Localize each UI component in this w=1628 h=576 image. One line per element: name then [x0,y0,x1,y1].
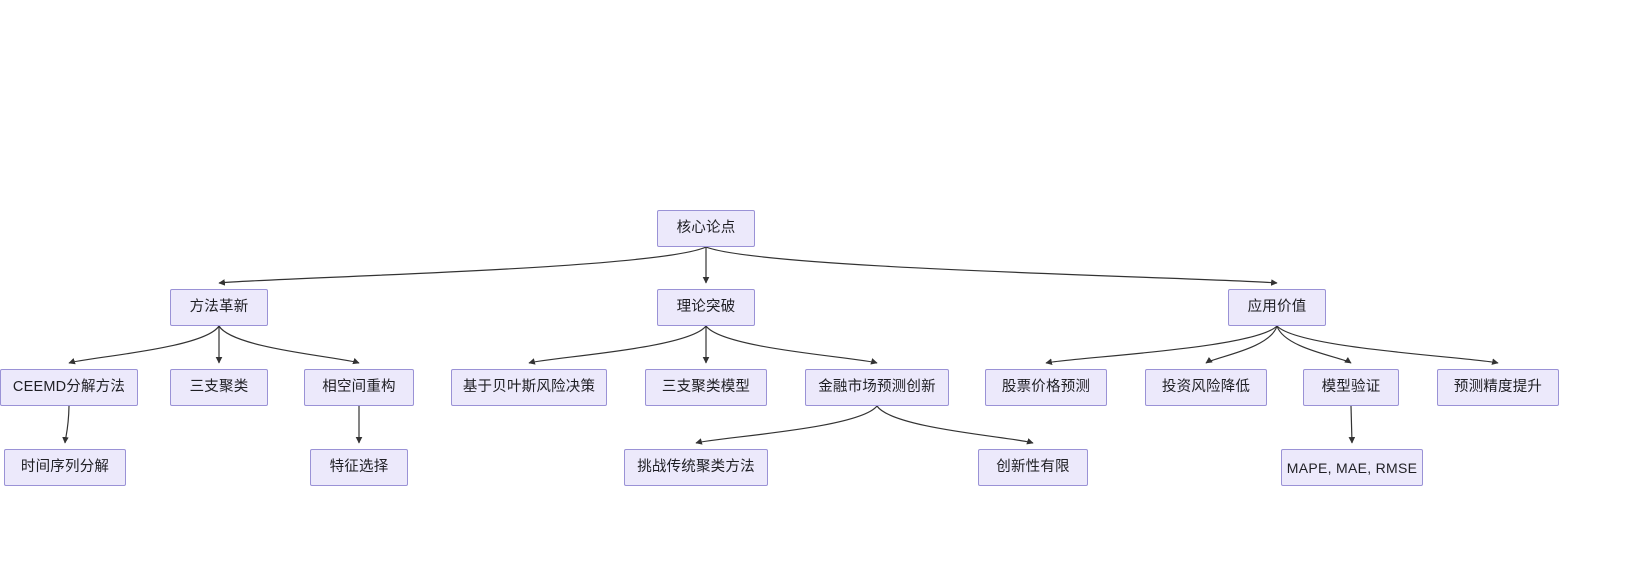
edge-b3-to-c8 [1205,325,1278,364]
edge-b1-to-c1 [68,325,220,365]
node-c2[interactable]: 三支聚类 [170,369,268,406]
node-c10[interactable]: 预测精度提升 [1437,369,1559,406]
edge-c6-to-d4 [876,405,1034,445]
node-d4[interactable]: 创新性有限 [978,449,1088,486]
edge-b3-to-c10 [1276,325,1499,365]
node-label: 时间序列分解 [20,459,110,476]
node-label: 三支聚类 [189,379,249,396]
node-label: 创新性有限 [996,459,1070,476]
node-label: 预测精度提升 [1453,379,1543,396]
node-d3[interactable]: 挑战传统聚类方法 [624,449,768,486]
edge-c9-to-d5 [1348,405,1356,444]
node-label: 理论突破 [676,299,736,316]
node-label: 核心论点 [676,220,736,237]
node-c9[interactable]: 模型验证 [1303,369,1399,406]
node-label: 三支聚类模型 [661,379,751,396]
node-label: 相空间重构 [322,379,396,396]
node-c6[interactable]: 金融市场预测创新 [805,369,949,406]
node-b1[interactable]: 方法革新 [170,289,268,326]
node-c5[interactable]: 三支聚类模型 [645,369,767,406]
edge-b3-to-c9 [1276,325,1352,364]
node-label: 基于贝叶斯风险决策 [462,379,596,396]
node-label: 股票价格预测 [1001,379,1091,396]
node-root[interactable]: 核心论点 [657,210,755,247]
node-label: 金融市场预测创新 [818,379,936,396]
node-label: CEEMD分解方法 [12,379,126,396]
node-label: 挑战传统聚类方法 [637,459,755,476]
edge-c6-to-d3 [695,405,878,445]
node-c8[interactable]: 投资风险降低 [1145,369,1267,406]
node-b2[interactable]: 理论突破 [657,289,755,326]
node-d2[interactable]: 特征选择 [310,449,408,486]
edge-b3-to-c7 [1045,325,1278,365]
node-c4[interactable]: 基于贝叶斯风险决策 [451,369,607,406]
node-c3[interactable]: 相空间重构 [304,369,414,406]
node-label: 应用价值 [1247,299,1307,316]
node-c7[interactable]: 股票价格预测 [985,369,1107,406]
edge-root-to-b3 [705,246,1278,286]
edge-root-to-b1 [218,246,707,286]
node-b3[interactable]: 应用价值 [1228,289,1326,326]
node-label: 模型验证 [1321,379,1381,396]
edge-b2-to-c6 [705,325,878,365]
edge-b2-to-c4 [528,325,707,365]
edge-c1-to-d1 [62,405,70,444]
node-label: 特征选择 [329,459,389,476]
node-c1[interactable]: CEEMD分解方法 [0,369,138,406]
node-d5[interactable]: MAPE, MAE, RMSE [1281,449,1423,486]
node-d1[interactable]: 时间序列分解 [4,449,126,486]
node-label: 方法革新 [189,299,249,316]
edge-b1-to-c3 [218,325,360,365]
node-label: MAPE, MAE, RMSE [1286,459,1418,476]
node-label: 投资风险降低 [1161,379,1251,396]
